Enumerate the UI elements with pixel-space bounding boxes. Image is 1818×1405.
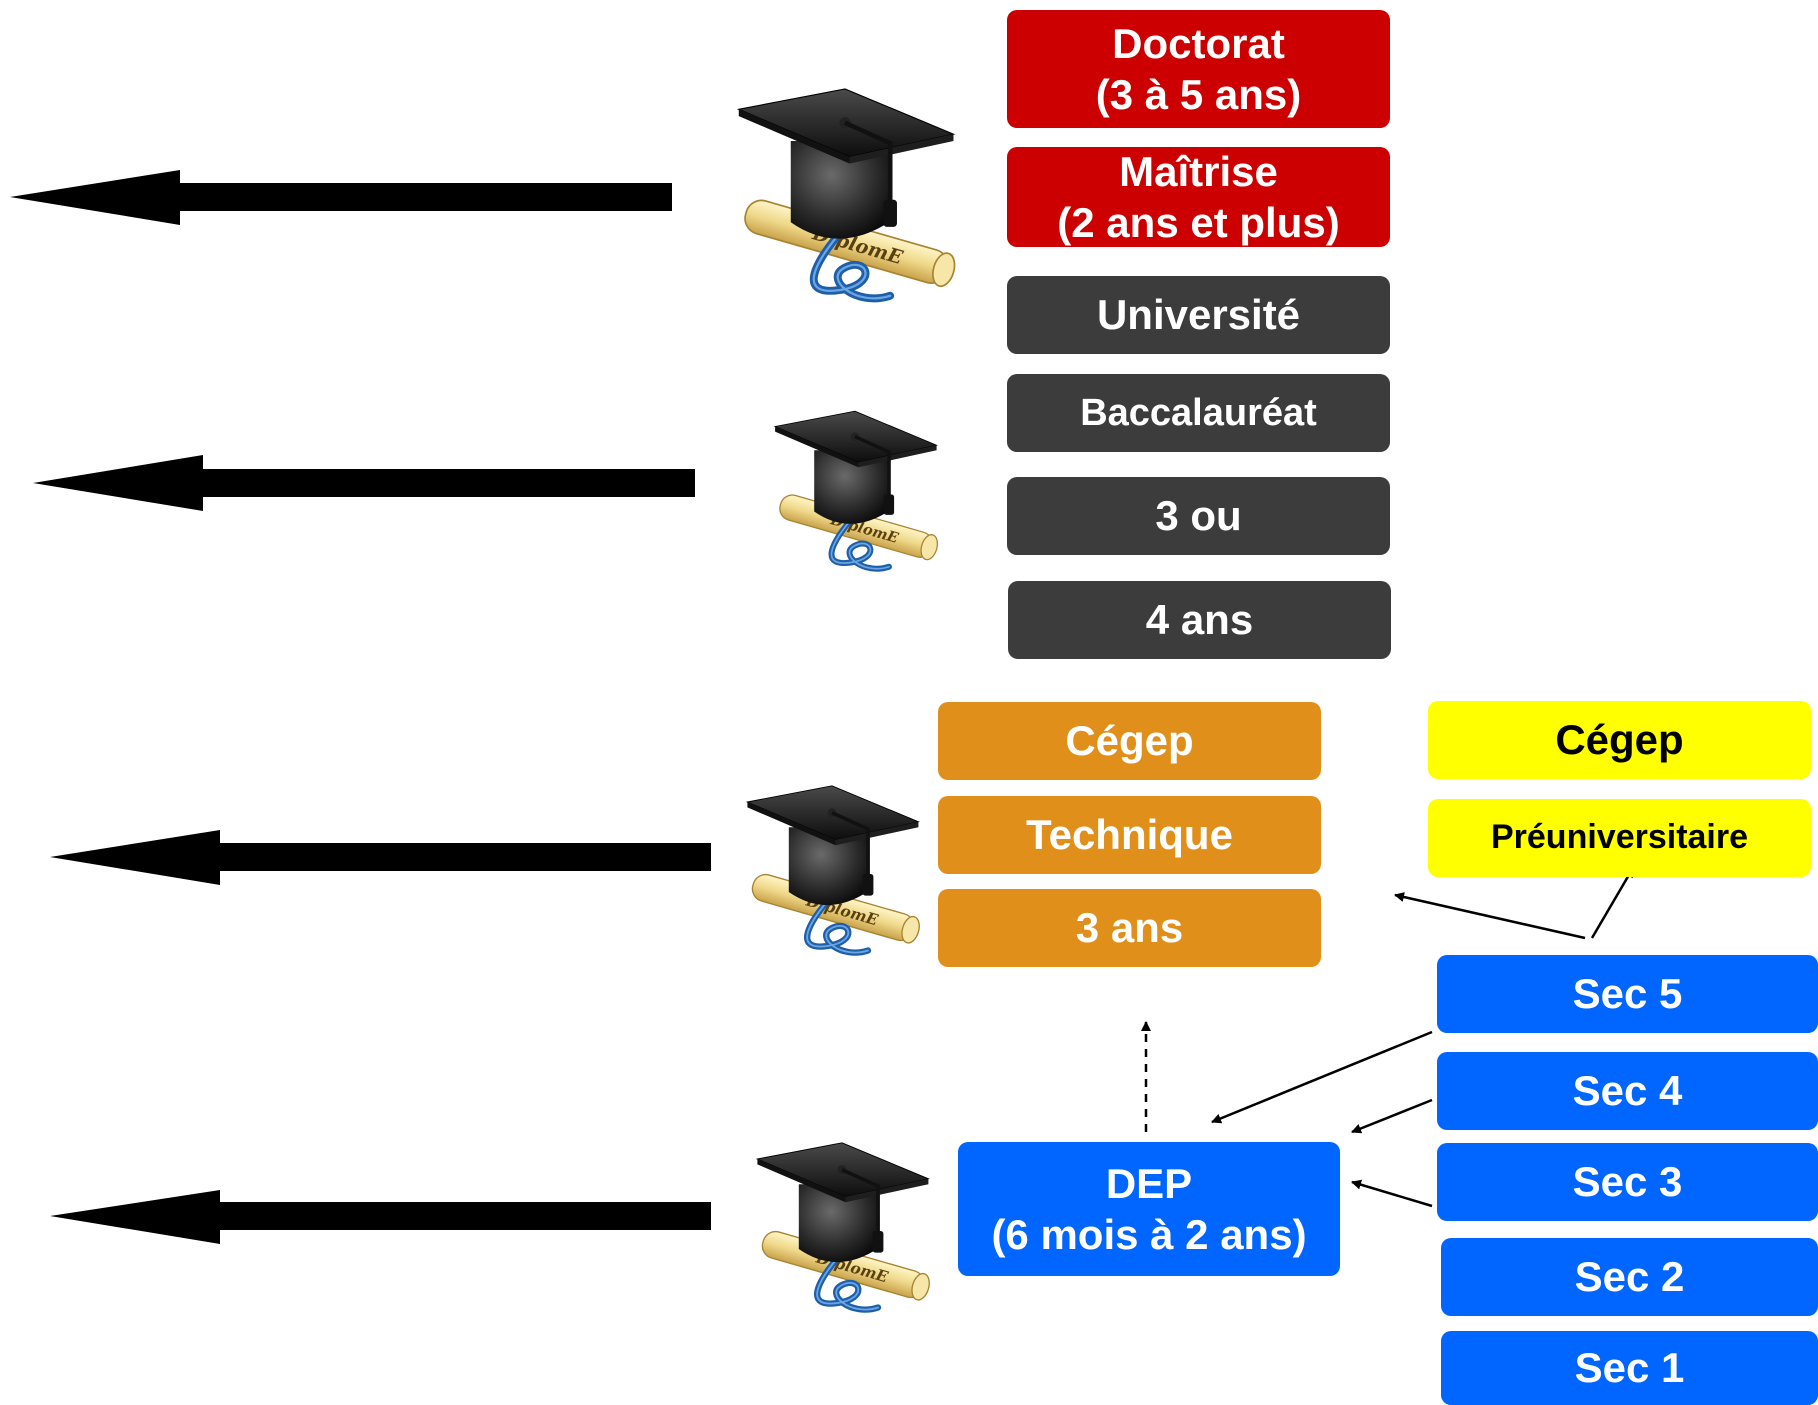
dep-label: DEP <box>1105 1159 1193 1207</box>
universite-label: Université <box>1096 291 1301 339</box>
doctorat-label: Doctorat <box>1112 19 1285 67</box>
cegep-technique-title-box: Cégep <box>938 702 1321 780</box>
connector-sec4-to-dep <box>1351 1098 1433 1134</box>
connector-sec5-to-dep <box>1211 1030 1433 1124</box>
sec4-label: Sec 4 <box>1572 1067 1683 1115</box>
cegep-preuniversitaire-program: Préuniversitaire <box>1490 818 1749 857</box>
cegep-technique-program: Technique <box>1026 811 1233 859</box>
left-arrow-dep <box>50 1190 711 1244</box>
baccalaureat-duration-a: 3 ou <box>1155 492 1242 540</box>
baccalaureat-duration-b-box: 4 ans <box>1008 581 1391 659</box>
cegep-preuniversitaire-title-box: Cégep <box>1428 701 1811 779</box>
diploma-icon-dep <box>757 1143 932 1310</box>
left-arrow-baccalaureat <box>33 455 695 511</box>
baccalaureat-box: Baccalauréat <box>1007 374 1390 452</box>
maitrise-duration: (2 ans et plus) <box>1057 199 1340 246</box>
doctorat-duration: (3 à 5 ans) <box>1095 71 1302 118</box>
sec1-label: Sec 1 <box>1574 1344 1685 1392</box>
cegep-technique-program-box: Technique <box>938 796 1321 874</box>
diploma-icon-cegep <box>747 786 922 953</box>
sec5-label: Sec 5 <box>1572 970 1683 1018</box>
sec1-box: Sec 1 <box>1441 1331 1818 1405</box>
diploma-icon-baccalaureat <box>775 411 940 569</box>
sec3-label: Sec 3 <box>1572 1158 1683 1206</box>
dep-duration: (6 mois à 2 ans) <box>991 1211 1307 1258</box>
sec2-label: Sec 2 <box>1574 1253 1685 1301</box>
connector-sec5-to-preuniversitaire <box>1590 867 1635 939</box>
sec2-box: Sec 2 <box>1441 1238 1818 1316</box>
connector-sec3-to-dep <box>1351 1179 1433 1208</box>
connector-sec5-to-technique <box>1394 892 1586 940</box>
sec4-box: Sec 4 <box>1437 1052 1818 1130</box>
maitrise-label: Maîtrise <box>1119 147 1278 195</box>
dep-box: DEP (6 mois à 2 ans) <box>958 1142 1340 1276</box>
cegep-technique-duration-box: 3 ans <box>938 889 1321 967</box>
cegep-technique-duration: 3 ans <box>1075 904 1184 952</box>
diploma-icon-doctorat <box>739 89 958 298</box>
cegep-preuniversitaire-title: Cégep <box>1555 716 1684 764</box>
baccalaureat-duration-b: 4 ans <box>1145 596 1254 644</box>
baccalaureat-duration-a-box: 3 ou <box>1007 477 1390 555</box>
maitrise-box: Maîtrise (2 ans et plus) <box>1007 147 1390 247</box>
left-arrow-cegep <box>50 830 711 885</box>
left-arrow-doctorat <box>10 170 672 225</box>
baccalaureat-label: Baccalauréat <box>1080 391 1317 434</box>
cegep-preuniversitaire-program-box: Préuniversitaire <box>1428 799 1811 877</box>
universite-box: Université <box>1007 276 1390 354</box>
cegep-technique-title: Cégep <box>1065 717 1194 765</box>
doctorat-box: Doctorat (3 à 5 ans) <box>1007 10 1390 128</box>
sec5-box: Sec 5 <box>1437 955 1818 1033</box>
sec3-box: Sec 3 <box>1437 1143 1818 1221</box>
